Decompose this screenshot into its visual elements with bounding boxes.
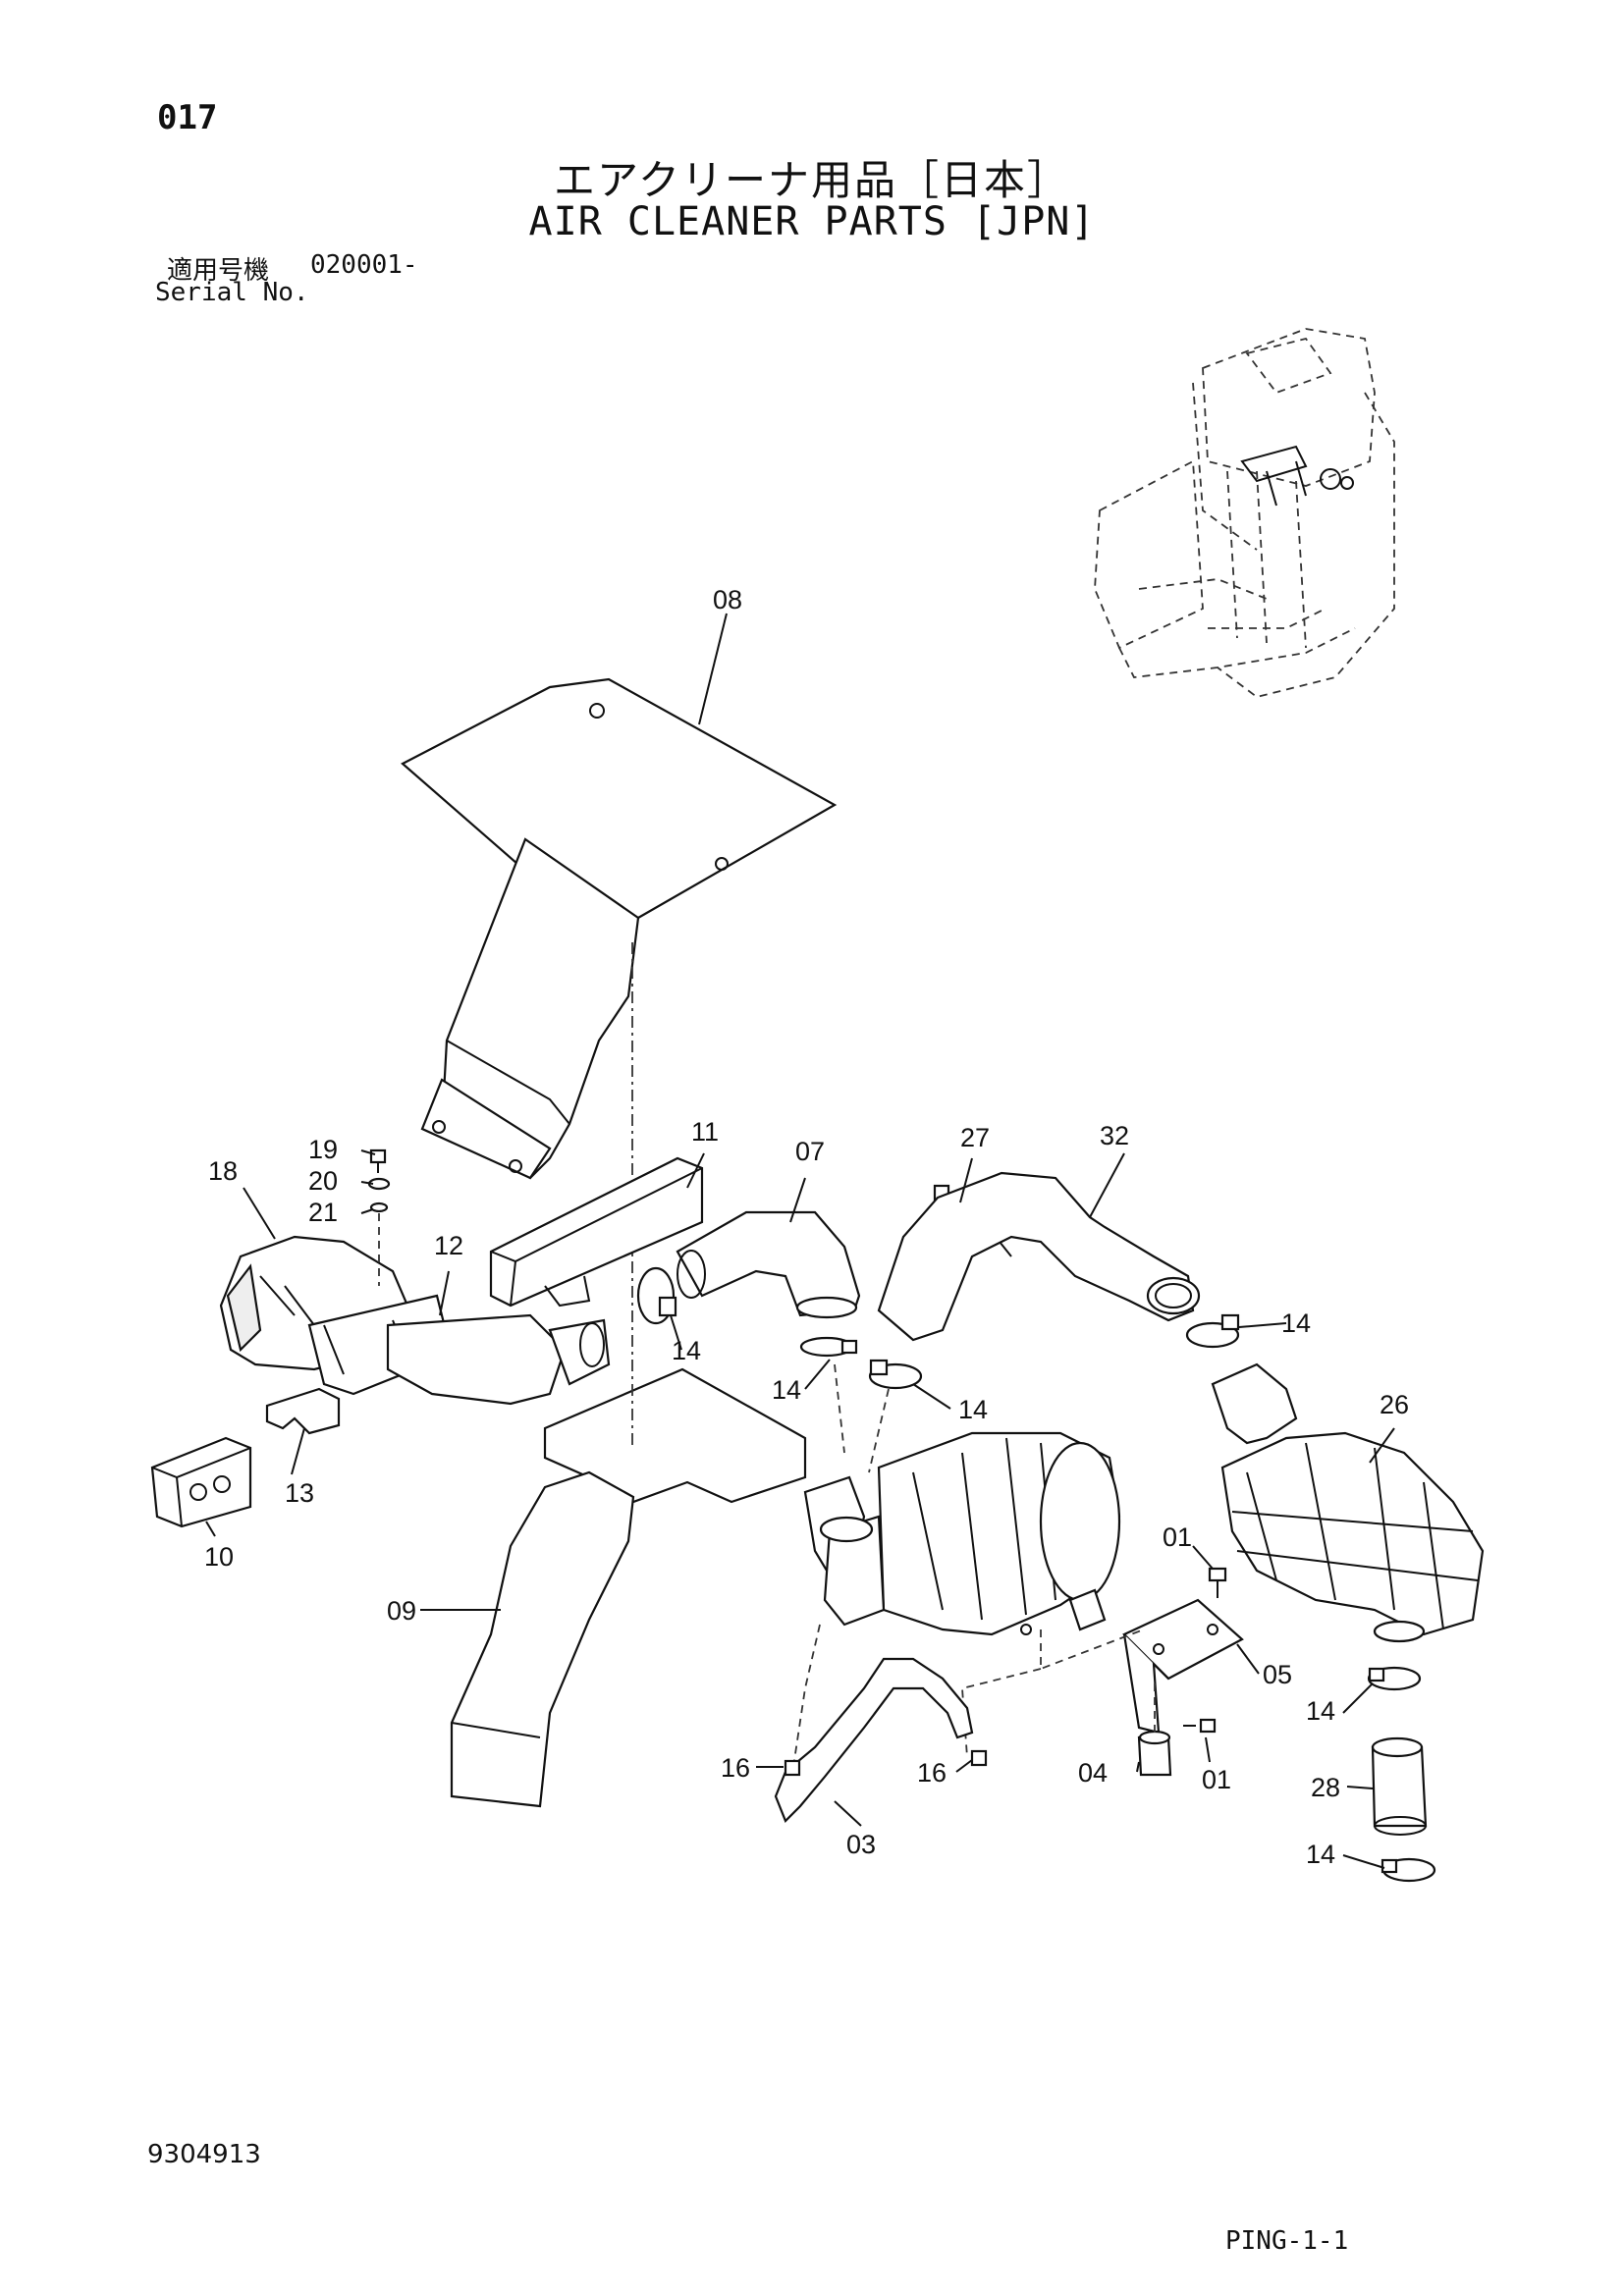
part-05-mounting-bracket bbox=[1122, 1598, 1244, 1735]
part-16-fitting bbox=[970, 1749, 988, 1767]
leader-lines bbox=[205, 613, 1395, 1869]
callout-14-d: 14 bbox=[958, 1395, 988, 1424]
callout-32: 32 bbox=[1100, 1121, 1129, 1150]
part-14-hose-clamp bbox=[1185, 1313, 1240, 1349]
callout-21: 21 bbox=[308, 1198, 338, 1227]
callout-05: 05 bbox=[1263, 1660, 1292, 1689]
part-09-lower-cover bbox=[450, 1367, 807, 1808]
document-number: 9304913 bbox=[147, 2140, 261, 2169]
part-32-intake-hose bbox=[877, 1171, 1201, 1342]
part-28-hose bbox=[1371, 1736, 1428, 1836]
part-12-duct bbox=[307, 1294, 611, 1406]
callout-16-a: 16 bbox=[721, 1753, 750, 1783]
part-07-elbow-hose bbox=[676, 1210, 861, 1319]
serial-label-japanese: 適用号機 bbox=[167, 256, 270, 286]
callout-03: 03 bbox=[846, 1830, 876, 1859]
callout-10: 10 bbox=[204, 1542, 234, 1572]
page-number: 017 bbox=[157, 98, 218, 137]
part-14-hose-clamp bbox=[868, 1359, 923, 1390]
part-01-bolt bbox=[1208, 1567, 1227, 1598]
callout-19: 19 bbox=[308, 1135, 338, 1164]
callout-28: 28 bbox=[1311, 1773, 1340, 1802]
callout-14-a: 14 bbox=[672, 1336, 701, 1365]
part-14-hose-clamp bbox=[1380, 1857, 1436, 1883]
callout-14-f: 14 bbox=[1306, 1840, 1335, 1869]
callout-14-c: 14 bbox=[772, 1375, 801, 1405]
callout-16-b: 16 bbox=[917, 1758, 947, 1788]
part-13-clip bbox=[265, 1387, 341, 1435]
part-04-rubber-mount bbox=[1137, 1679, 1172, 1777]
callout-04: 04 bbox=[1078, 1758, 1108, 1788]
callout-20: 20 bbox=[308, 1166, 338, 1196]
callout-01-b: 01 bbox=[1202, 1765, 1231, 1794]
callout-12: 12 bbox=[434, 1231, 463, 1260]
part-14-hose-clamp bbox=[799, 1336, 858, 1358]
part-14-hose-clamp bbox=[1367, 1666, 1422, 1691]
serial-value: 020001- bbox=[310, 250, 418, 280]
part-11-bracket bbox=[489, 1156, 704, 1308]
part-21-washer bbox=[369, 1201, 389, 1213]
callout-09: 09 bbox=[387, 1596, 416, 1626]
part-01-bolt bbox=[1183, 1718, 1217, 1734]
callout-11: 11 bbox=[691, 1117, 719, 1147]
title-english: AIR CLEANER PARTS [JPN] bbox=[528, 199, 1096, 244]
part-10-block bbox=[150, 1436, 252, 1528]
air-cleaner-assembly bbox=[803, 1431, 1121, 1636]
callout-01-a: 01 bbox=[1163, 1522, 1192, 1552]
page-code: PING-1-1 bbox=[1225, 2226, 1349, 2256]
callout-14-e: 14 bbox=[1306, 1696, 1335, 1726]
part-14-hose-clamp bbox=[636, 1266, 677, 1325]
callout-18: 18 bbox=[208, 1156, 238, 1186]
callout-08: 08 bbox=[713, 585, 742, 614]
callout-26: 26 bbox=[1380, 1390, 1409, 1419]
title-japanese: エアクリーナ用品［日本］ bbox=[554, 156, 1070, 204]
part-08-cover-bracket bbox=[401, 677, 838, 1180]
callout-27: 27 bbox=[960, 1123, 990, 1152]
callout-13: 13 bbox=[285, 1478, 314, 1508]
part-16-fitting bbox=[784, 1759, 801, 1777]
part-26-precleaner bbox=[1211, 1362, 1485, 1643]
part-03-drain-hose bbox=[774, 1657, 974, 1823]
machine-overview-illustration bbox=[1094, 328, 1395, 698]
callout-14-b: 14 bbox=[1281, 1308, 1311, 1338]
callout-labels: 08 19 20 21 18 12 11 07 27 32 14 14 14 1… bbox=[204, 585, 1409, 1869]
callout-07: 07 bbox=[795, 1137, 825, 1166]
serial-label-english: Serial No. bbox=[155, 278, 309, 307]
